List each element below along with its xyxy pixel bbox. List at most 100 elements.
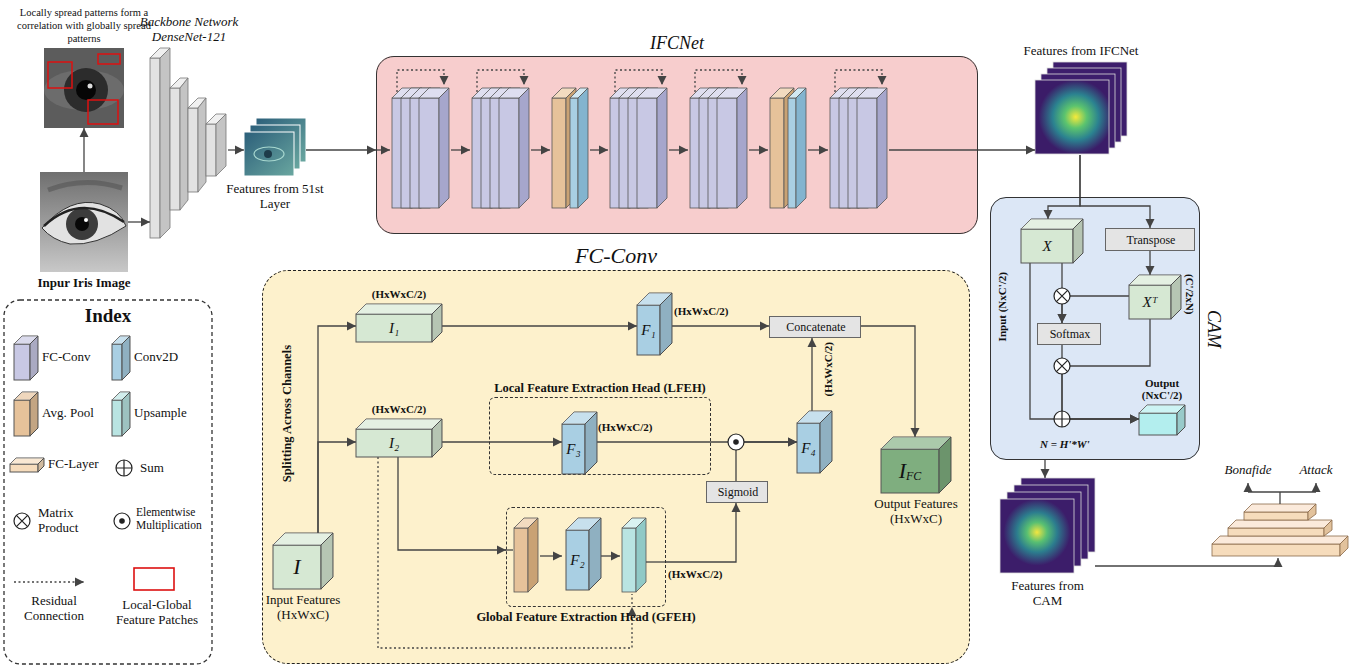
- wire-arrow: [1315, 483, 1316, 492]
- node-text: I₁: [389, 320, 399, 337]
- flow-arrow: [451, 149, 470, 150]
- operation-box: Transpose: [1105, 228, 1195, 251]
- feature-maps: Features from CAM: [1000, 478, 1095, 575]
- fcconv-slab: [717, 88, 747, 208]
- flow-arrow: [749, 149, 768, 150]
- flow-arrow: [376, 149, 390, 150]
- node-text: Concatenate: [786, 321, 845, 334]
- ifcnet-blocks: [392, 88, 887, 208]
- text-slot: F₃: [562, 424, 585, 474]
- node-text: F₄: [801, 440, 815, 457]
- node-text: I: [899, 459, 906, 483]
- legend-text: FC-Conv: [42, 350, 106, 365]
- pupil: [76, 80, 96, 100]
- side-face: [589, 518, 601, 590]
- feature-map: [244, 132, 294, 176]
- layer-side: [216, 114, 226, 176]
- front-face: [10, 464, 38, 472]
- legend-text: Upsample: [134, 406, 210, 421]
- side-shade: [589, 518, 601, 590]
- input-image: Inpur Iris Image: [40, 172, 128, 272]
- text-slot: Softmax: [1038, 324, 1102, 346]
- side-shade: [939, 437, 951, 493]
- side-shade: [432, 304, 442, 342]
- tensor-cube-shape: [1021, 219, 1083, 263]
- side-face: [321, 533, 333, 589]
- matrix-product-symbol: [1054, 358, 1070, 374]
- matrix-product-symbol: [14, 513, 30, 529]
- node-heading: Features from IFCNet: [996, 44, 1166, 59]
- elementwise-symbol: [114, 513, 130, 529]
- node-heading: (HxWxC/2): [354, 403, 444, 416]
- connector-arrow: [318, 326, 356, 533]
- connector-arrow: [228, 149, 244, 150]
- node-text: I: [293, 555, 300, 579]
- layer-face: [150, 58, 160, 238]
- connector-arrow: [1048, 155, 1080, 219]
- side-face: [122, 392, 130, 436]
- conv-slab: [788, 88, 806, 208]
- node-text: Transpose: [1127, 234, 1176, 247]
- front-face: [881, 449, 939, 493]
- legend-text: Local-Global Feature Patches: [104, 598, 210, 628]
- ifcnet-panel: IFCNet: [376, 56, 978, 234]
- tensor-cube: (HxWxC/2)I₂: [356, 419, 442, 457]
- side-face: [122, 336, 130, 380]
- front-face: [273, 545, 321, 589]
- free-label: Attack: [1286, 463, 1346, 478]
- iris-input-image: [40, 172, 128, 272]
- free-label: Bonafide: [1212, 463, 1284, 478]
- residual-arrow: [397, 70, 444, 92]
- node-text: I₂: [389, 435, 399, 452]
- text-slot: Transpose: [1106, 229, 1196, 252]
- highlight: [84, 218, 88, 222]
- text-slot: I₁: [356, 314, 432, 342]
- legend-swatch-host: [112, 336, 130, 380]
- top-shade: [356, 304, 442, 314]
- top-face: [356, 419, 442, 429]
- text-slot: I₂: [356, 429, 432, 457]
- feature-map: [1035, 80, 1109, 154]
- front-face: [356, 429, 432, 457]
- legend-swatch-host: [14, 392, 38, 436]
- front-face: [356, 314, 432, 342]
- node-heading: Backbone Network DenseNet-121: [129, 15, 249, 45]
- legend-swatch: [10, 458, 44, 472]
- feature-maps: Features from 51st Layer: [244, 118, 306, 178]
- top-face: [1021, 219, 1083, 229]
- legend-frame: [4, 300, 212, 664]
- legend-text: Avg. Pool: [42, 406, 106, 421]
- text-slot: IFC: [881, 449, 939, 493]
- front-face: [1021, 229, 1073, 263]
- flow-arrow: [590, 149, 608, 150]
- eye-trace: [264, 150, 272, 158]
- text-slot: X: [1021, 229, 1073, 263]
- legend-swatch-host: [10, 458, 44, 472]
- fc-layer: [1308, 504, 1316, 520]
- conv-slab: [570, 88, 588, 208]
- head-region: Local Feature Extraction Head (LFEH)F₃: [489, 397, 711, 475]
- panel-fill: [262, 270, 970, 664]
- front-face: [562, 424, 585, 474]
- layer-face: [206, 124, 216, 176]
- side-shade: [1171, 275, 1181, 319]
- connector-arrow: [1062, 296, 1129, 323]
- residual-sample: [14, 581, 84, 582]
- side-shade: [660, 293, 672, 355]
- gfeh-internals: [505, 518, 665, 604]
- residual-line: [631, 594, 632, 604]
- node-heading: Features from CAM: [996, 579, 1100, 609]
- pool-slab: [514, 518, 538, 592]
- connector-arrow: [666, 503, 736, 562]
- free-label: Index: [4, 305, 212, 327]
- legend-text: Sum: [140, 461, 200, 476]
- operation-box: Softmax: [1037, 323, 1101, 345]
- connector-arrow: [83, 128, 84, 172]
- image-crop: Locally spread patterns form a correlati…: [44, 48, 124, 128]
- fc-layer: [1212, 544, 1340, 556]
- side-face: [38, 458, 44, 472]
- flow-arrow: [669, 149, 688, 150]
- cam-panel: CAMXTransposeXᵀSoftmaxOutput (NxC'/2): [990, 197, 1200, 460]
- node-heading: IFCNet: [607, 33, 747, 54]
- side-face: [30, 336, 38, 380]
